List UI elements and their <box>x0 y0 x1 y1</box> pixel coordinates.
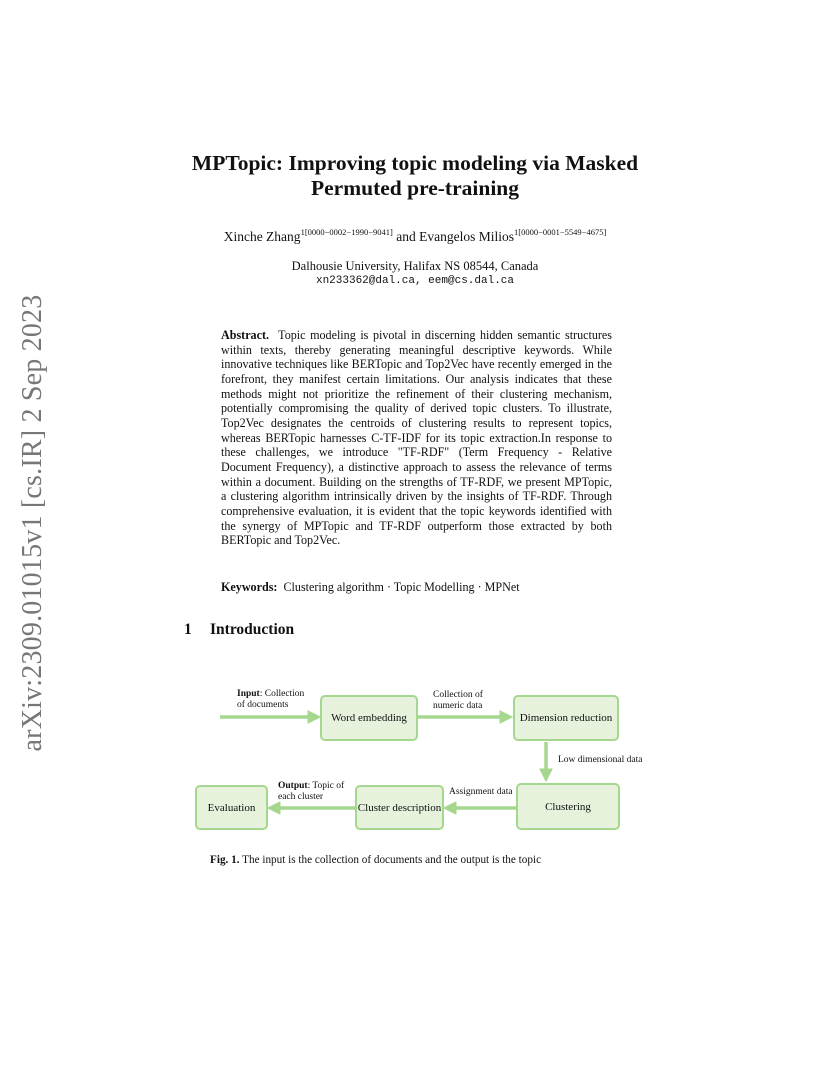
node-evaluation: Evaluation <box>195 785 268 830</box>
section-heading: 1 Introduction <box>184 621 294 639</box>
author-name: Evangelos Milios <box>419 229 514 244</box>
affiliation: Dalhousie University, Halifax NS 08544, … <box>291 259 539 273</box>
abstract-label: Abstract. <box>221 328 270 342</box>
label-numeric-line2: numeric data <box>433 701 483 711</box>
keywords: Keywords: Clustering algorithm · Topic M… <box>221 580 621 595</box>
author-emails: xn233362@dal.ca, eem@cs.dal.ca <box>315 275 515 287</box>
node-dimension-reduction: Dimension reduction <box>513 695 619 741</box>
label-output-rest: : Topic of <box>307 781 345 791</box>
title-line-1: MPTopic: Improving topic modeling via Ma… <box>191 151 639 175</box>
label-input-rest: : Collection <box>259 689 305 699</box>
node-word-embedding: Word embedding <box>320 695 418 741</box>
label-output-line2: each cluster <box>278 792 324 802</box>
label-numeric-line1: Collection of <box>433 690 483 700</box>
author-conjunction: and <box>392 229 420 244</box>
author-orcid: 1[0000−0002−1990−9041] <box>300 227 393 237</box>
figure-caption: Fig. 1. The input is the collection of d… <box>210 854 630 866</box>
caption-text: The input is the collection of documents… <box>242 854 542 866</box>
label-output: Output: Topic of each cluster <box>278 781 344 803</box>
node-cluster-description: Cluster description <box>355 785 444 830</box>
label-low-dimensional-data: Low dimensional data <box>558 755 643 765</box>
section-number: 1 <box>184 621 192 638</box>
keywords-text: Clustering algorithm · Topic Modelling ·… <box>283 580 520 594</box>
node-clustering: Clustering <box>516 783 620 830</box>
keywords-label: Keywords: <box>221 580 278 594</box>
title-line-2: Permuted pre-training <box>311 176 519 200</box>
abstract: Abstract. Topic modeling is pivotal in d… <box>221 328 612 548</box>
section-title: Introduction <box>210 621 295 638</box>
paper-title: MPTopic: Improving topic modeling via Ma… <box>120 151 710 201</box>
author-list: Xinche Zhang1[0000−0002−1990−9041] and E… <box>120 227 710 245</box>
label-input-line2: of documents <box>237 700 289 710</box>
caption-label: Fig. 1. <box>210 854 240 866</box>
author-orcid: 1[0000−0001−5549−4675] <box>513 227 607 237</box>
label-numeric-data: Collection of numeric data <box>433 690 483 712</box>
label-input-bold: Input <box>237 689 260 699</box>
author-name: Xinche Zhang <box>223 229 301 244</box>
label-assignment-data: Assignment data <box>449 787 513 797</box>
abstract-text: Topic modeling is pivotal in discerning … <box>221 328 613 548</box>
label-output-bold: Output <box>278 781 308 791</box>
label-input: Input: Collection of documents <box>237 689 304 711</box>
